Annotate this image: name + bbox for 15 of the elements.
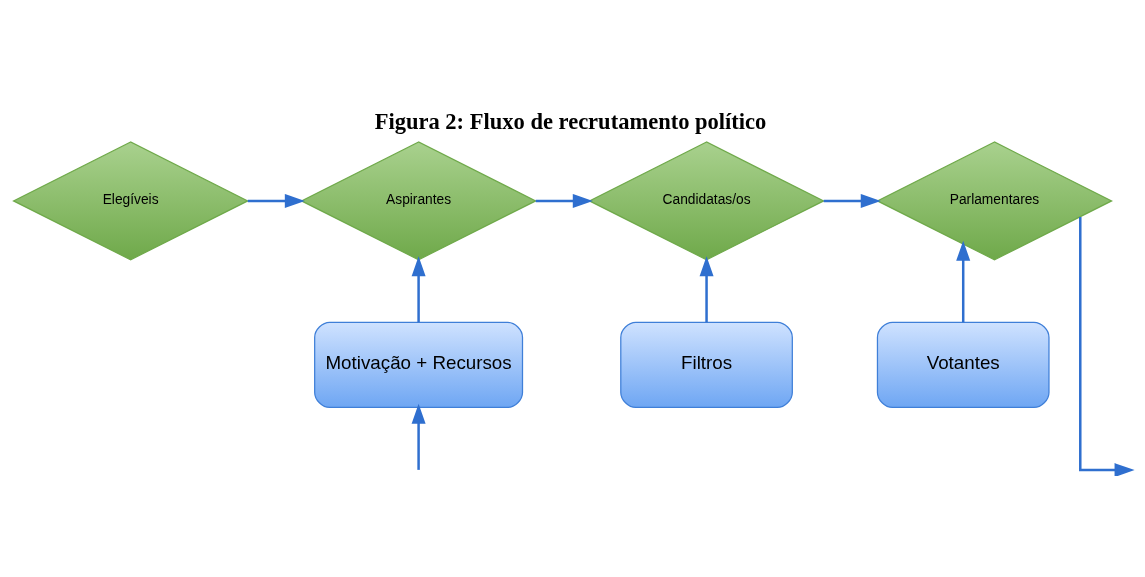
arrow	[1079, 216, 1135, 476]
arrow	[699, 255, 714, 322]
diagram-title: Figura 2: Fluxo de recrutamento político	[374, 108, 767, 134]
arrow	[956, 240, 971, 322]
arrow	[535, 193, 593, 208]
node-box: Filtros	[620, 321, 793, 408]
arrow	[247, 193, 305, 208]
arrow	[411, 403, 426, 470]
node-diamond: Candidatas/os	[588, 140, 825, 260]
arrow	[823, 193, 881, 208]
arrow	[411, 255, 426, 322]
node-diamond: Elegíveis	[12, 140, 250, 260]
node-box: Motivação + Recursos	[314, 321, 524, 408]
node-diamond: Aspirantes	[300, 140, 538, 260]
node-box: Votantes	[876, 321, 1050, 408]
